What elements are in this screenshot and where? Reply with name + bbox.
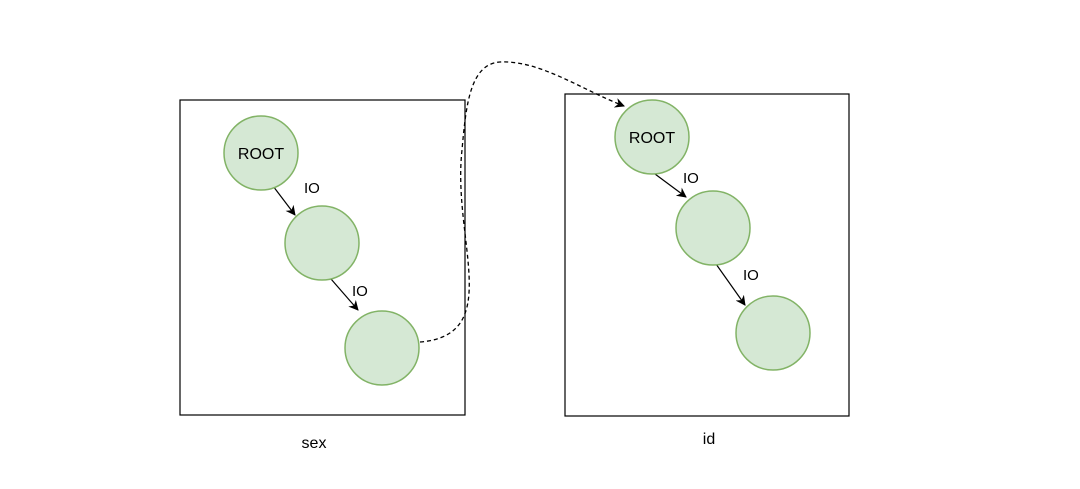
tree-box-id bbox=[564, 93, 850, 417]
edge-arrow bbox=[272, 185, 296, 216]
root-node bbox=[223, 115, 299, 191]
edge-arrow bbox=[330, 278, 359, 311]
edge-arrow bbox=[715, 263, 746, 306]
tree-box-sex bbox=[179, 99, 466, 416]
tree-sex: ROOT IO IO sex bbox=[179, 99, 466, 452]
child-node bbox=[284, 205, 360, 281]
leaf-node bbox=[735, 295, 811, 371]
tree-caption-sex: sex bbox=[302, 435, 327, 452]
edge-label: IO bbox=[352, 283, 368, 300]
edge-label: IO bbox=[683, 170, 699, 187]
root-node-label: ROOT bbox=[629, 130, 675, 147]
leaf-node bbox=[344, 310, 420, 386]
edge-arrow bbox=[654, 173, 687, 198]
dashed-link-arrow bbox=[419, 61, 625, 343]
root-node bbox=[614, 99, 690, 175]
root-node-label: ROOT bbox=[238, 146, 284, 163]
tree-caption-id: id bbox=[703, 431, 715, 448]
child-node bbox=[675, 190, 751, 266]
tree-id: ROOT IO IO id bbox=[564, 93, 850, 448]
edge-label: IO bbox=[304, 180, 320, 197]
edge-label: IO bbox=[743, 267, 759, 284]
